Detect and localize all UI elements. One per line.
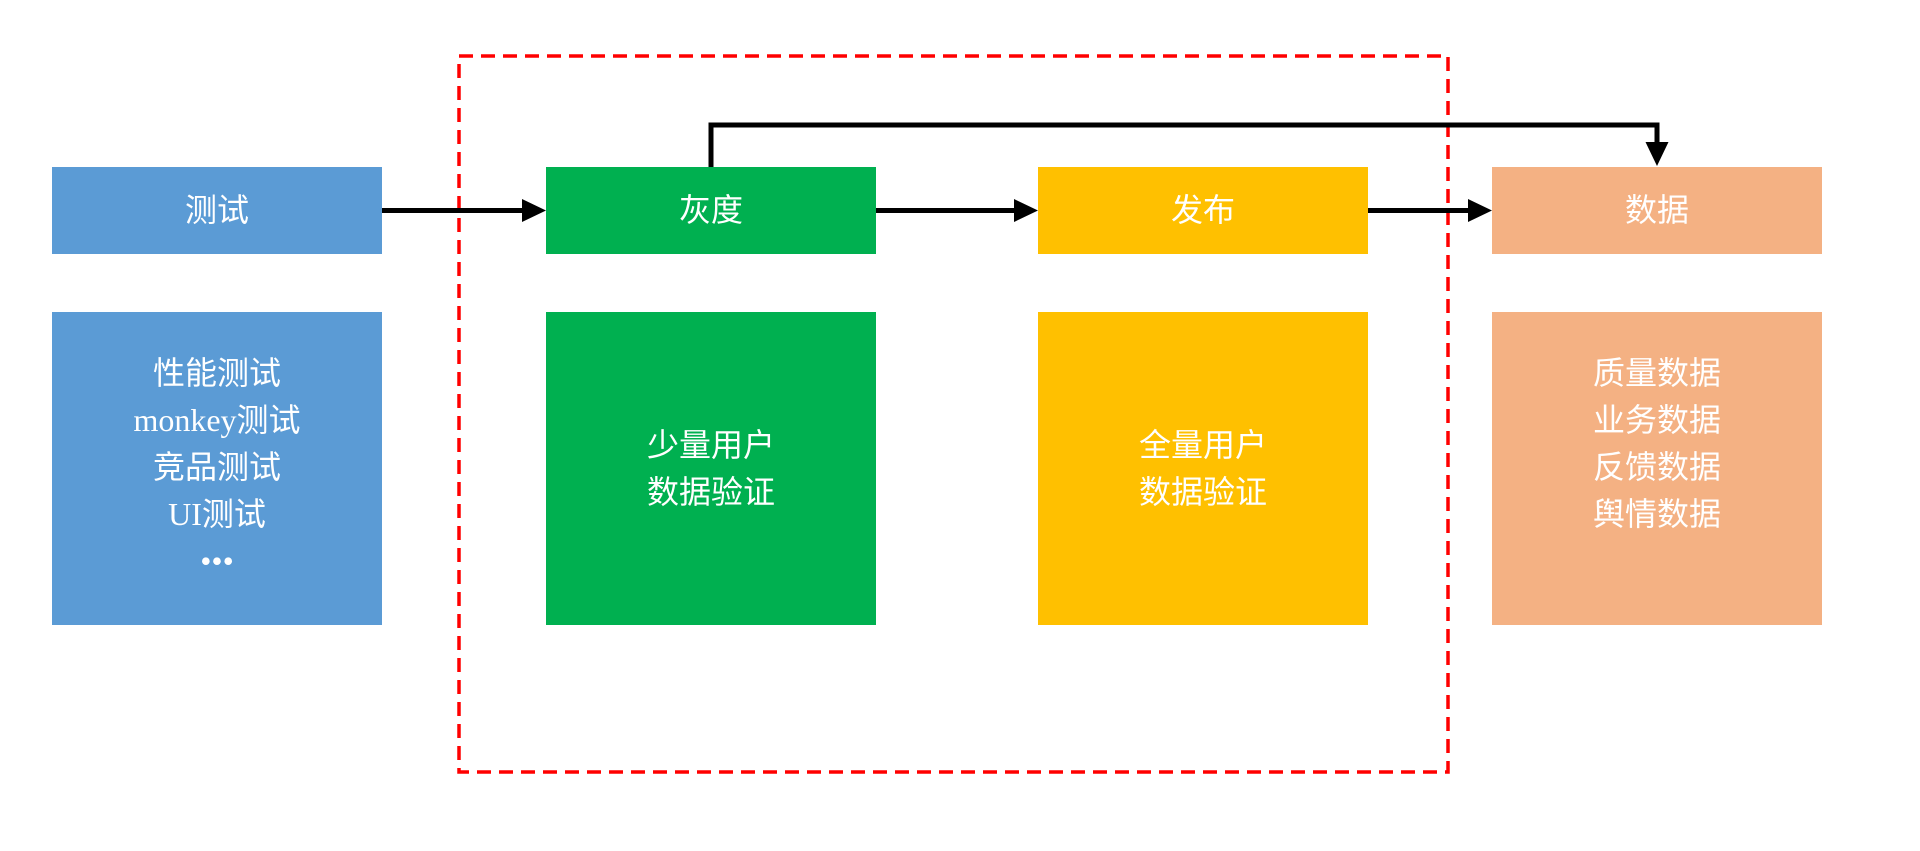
detail-box-gray: 少量用户数据验证 <box>546 312 876 625</box>
stage-box-release: 发布 <box>1038 167 1368 254</box>
stage-box-gray: 灰度 <box>546 167 876 254</box>
arrow-gray-skip-to-data-head <box>1645 142 1669 166</box>
detail-line: 全量用户 <box>1138 426 1267 463</box>
detail-line: 竞品测试 <box>152 449 281 485</box>
arrow-gray-skip-to-data-line <box>708 122 1660 167</box>
detail-box-release: 全量用户数据验证 <box>1038 312 1368 625</box>
arrow-test-to-gray-head <box>522 199 546 222</box>
detail-line: 少量用户 <box>646 426 775 463</box>
stage-box-test: 测试 <box>52 167 382 254</box>
detail-line: 数据验证 <box>1138 473 1267 510</box>
detail-line: 性能测试 <box>152 355 281 391</box>
stage-box-data: 数据 <box>1492 167 1822 254</box>
detail-line: ••• <box>200 543 234 579</box>
detail-line: 数据验证 <box>646 473 775 510</box>
arrow-gray-to-release-head <box>1014 199 1038 222</box>
detail-line: 业务数据 <box>1592 402 1721 438</box>
detail-box-data: 质量数据业务数据反馈数据舆情数据 <box>1492 312 1822 625</box>
detail-line: 舆情数据 <box>1592 496 1721 532</box>
detail-box-test: 性能测试 monkey测试竞品测试 UI测试 ••• <box>52 312 382 625</box>
detail-line: monkey测试 <box>133 402 301 438</box>
detail-line: 质量数据 <box>1592 355 1721 391</box>
detail-line: UI测试 <box>168 496 266 532</box>
detail-line: 反馈数据 <box>1592 449 1721 485</box>
arrow-release-to-data-head <box>1468 199 1492 222</box>
